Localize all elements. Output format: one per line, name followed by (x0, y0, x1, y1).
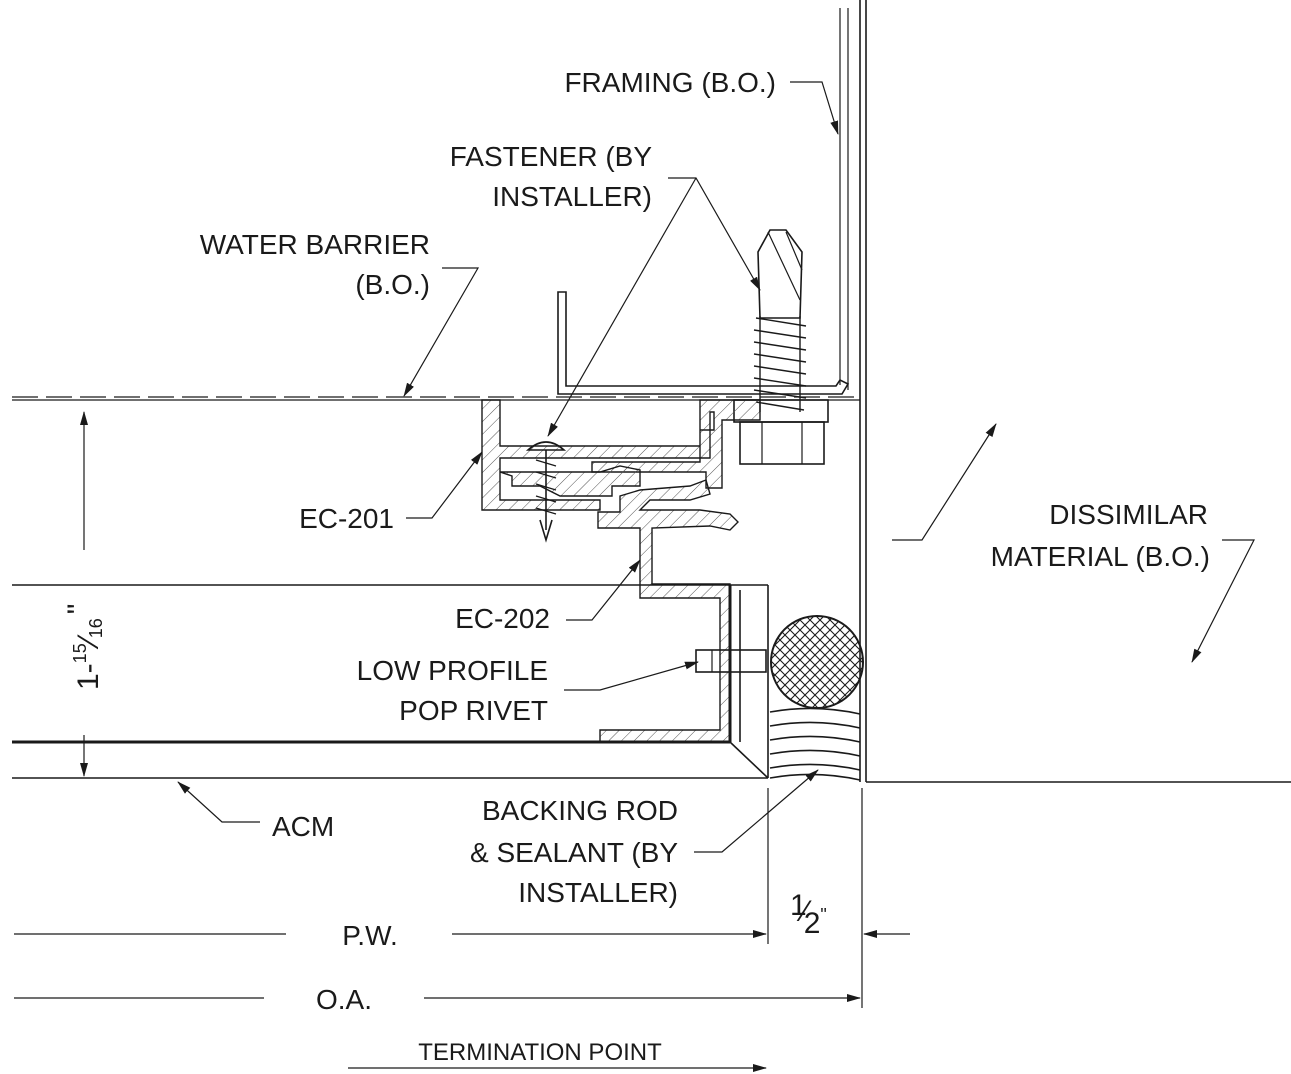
dissimilar-label-line2: MATERIAL (B.O.) (991, 541, 1210, 572)
screw-ec201 (525, 441, 567, 543)
ec-202-label: EC-202 (455, 603, 550, 634)
rivet-label-line1: LOW PROFILE (357, 655, 548, 686)
fastener-screw (733, 229, 829, 465)
clip-angle (557, 291, 850, 395)
water-barrier-label-line1: WATER BARRIER (200, 229, 430, 260)
oa-dimension: O.A. (14, 788, 863, 1015)
backing-rod (770, 615, 864, 709)
leaders (177, 81, 1255, 853)
termination-label: TERMINATION POINT (418, 1039, 662, 1066)
acm-label: ACM (272, 811, 334, 842)
ec-201-label: EC-201 (299, 503, 394, 534)
water-barrier-label-line2: (B.O.) (355, 269, 430, 300)
dissimilar-label-line1: DISSIMILAR (1049, 499, 1208, 530)
oa-label: O.A. (316, 984, 372, 1015)
framing-member (839, 0, 1291, 783)
depth-dimension-text: 1-15⁄16" (62, 604, 106, 690)
pw-dimension: P.W. (14, 788, 769, 951)
backing-label-line3: INSTALLER) (518, 877, 678, 908)
backing-label-line2: & SEALANT (BY (470, 837, 678, 868)
depth-dimension: 1-15⁄16" (62, 411, 106, 777)
gap-dimension: 1⁄2" (790, 889, 910, 940)
fastener-label-line1: FASTENER (BY (450, 141, 653, 172)
pop-rivet (695, 649, 767, 673)
fastener-label-line2: INSTALLER) (492, 181, 652, 212)
gap-dimension-text: 1⁄2" (790, 889, 827, 940)
sealant (769, 707, 861, 781)
pw-label: P.W. (342, 920, 398, 951)
ec-201-inner (499, 465, 641, 497)
termination-point-arrow: TERMINATION POINT (348, 1039, 767, 1072)
acm-panel (12, 584, 769, 779)
framing-label: FRAMING (B.O.) (564, 67, 776, 98)
ec-201-extrusion (481, 399, 761, 511)
ec-202-extrusion (597, 479, 739, 743)
rivet-label-line2: POP RIVET (399, 695, 548, 726)
backing-label-line1: BACKING ROD (482, 795, 678, 826)
